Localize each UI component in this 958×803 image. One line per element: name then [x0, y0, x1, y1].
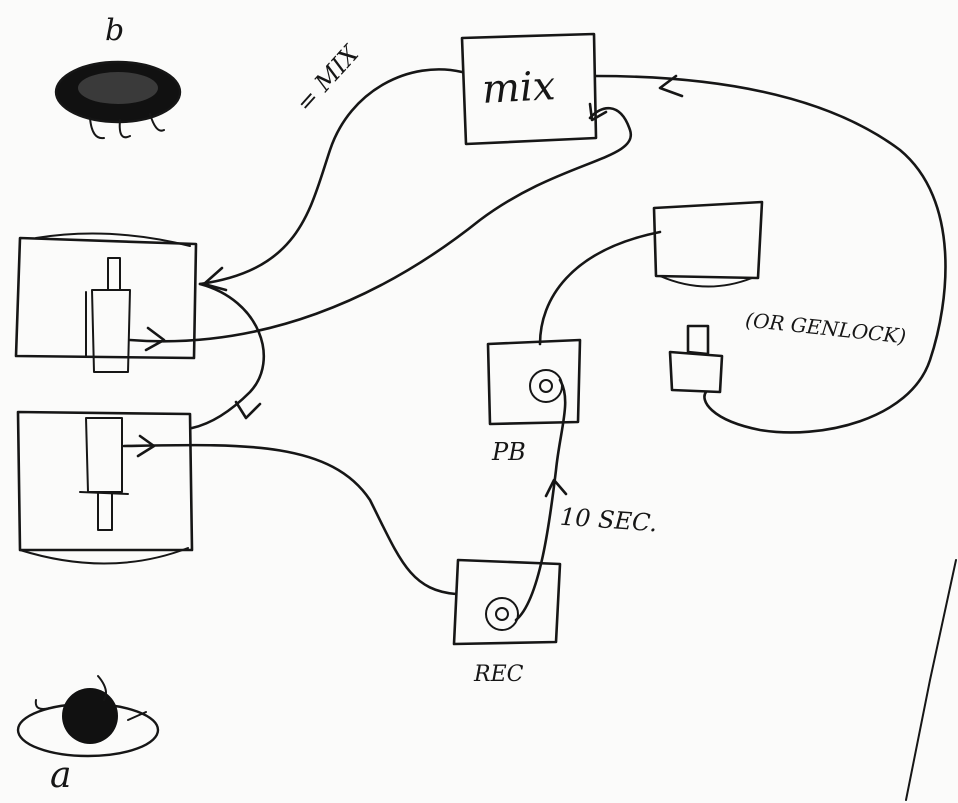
- monitor-a-label: a: [50, 755, 72, 796]
- cable-camera-to-record: [122, 443, 458, 596]
- playback-reel-hub: [539, 379, 553, 393]
- record-label: REC: [474, 662, 524, 687]
- cable-monitor-to-mix: [198, 68, 464, 286]
- delay-label: 10 SEC.: [559, 502, 659, 538]
- upper-camera-body: [91, 257, 131, 373]
- playback-reel: [529, 369, 563, 403]
- lower-camera-body: [85, 417, 123, 531]
- cable-genlock-to-mix: [594, 74, 947, 434]
- mix-box: [460, 32, 598, 146]
- mix-label: mix: [480, 63, 557, 113]
- record-reel: [485, 597, 519, 631]
- arrow-loop: [234, 400, 262, 420]
- monitor-a-icon: [16, 675, 160, 758]
- arrow-genlock-into-mix: [658, 74, 684, 98]
- record-reel-hub: [495, 607, 509, 621]
- tape-record-to-playback: [514, 378, 567, 622]
- upper-monitor-box: [14, 236, 198, 360]
- arrow-tape: [544, 478, 568, 498]
- aux-monitor-base: [659, 275, 753, 288]
- cable-playback-to-monitor: [538, 230, 662, 346]
- arrow-lower-camera: [136, 434, 156, 458]
- arrow-into-mix: [588, 102, 608, 122]
- lower-monitor-box: [16, 410, 194, 552]
- lower-monitor-base: [19, 547, 189, 565]
- upper-monitor-lid: [35, 232, 191, 247]
- monitor-b-icon: [54, 60, 182, 140]
- monitor-b-label: b: [105, 13, 125, 48]
- lower-camera-line: [79, 491, 129, 495]
- record-deck: [452, 558, 562, 646]
- aux-monitor-box: [652, 200, 764, 280]
- cable-camera-to-mix: [128, 106, 633, 343]
- playback-label: PB: [492, 438, 526, 466]
- arrow-camera-out: [144, 326, 166, 352]
- genlock-camera: [668, 324, 724, 394]
- playback-deck: [486, 338, 582, 426]
- paper-edge: [905, 559, 957, 801]
- cable-loop-upper-to-lower: [190, 282, 266, 430]
